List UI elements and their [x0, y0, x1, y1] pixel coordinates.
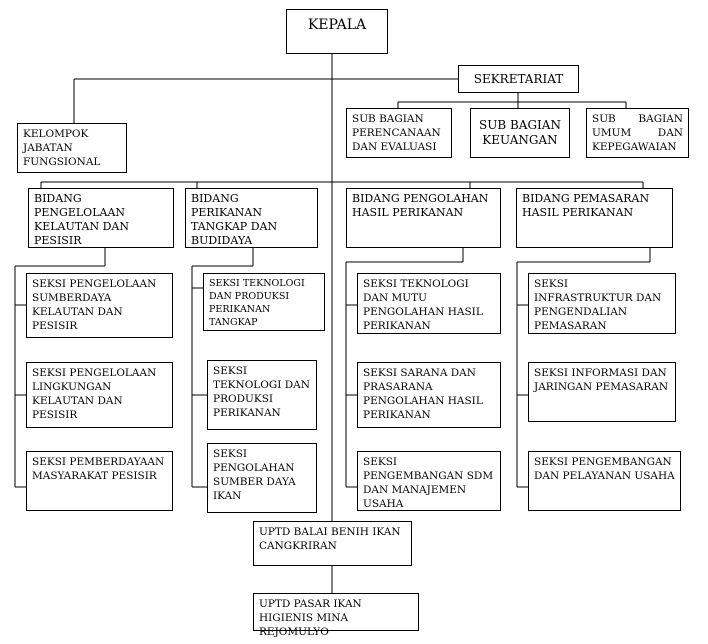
section-marketing-2-box: SEKSI INFORMASI DAN JARINGAN PEMASARAN	[528, 362, 676, 422]
division-marketing-box: BIDANG PEMASARAN HASIL PERIKANAN	[516, 188, 673, 248]
sub-unit-finance-box: SUB BAGIAN KEUANGAN	[470, 108, 570, 158]
section-processing-1-box: SEKSI TEKNOLOGI DAN MUTU PENGOLAHAN HASI…	[357, 273, 501, 334]
uptd-market-box: UPTD PASAR IKAN HIGIENIS MINA REJOMULYO	[253, 593, 419, 638]
section-processing-2-box: SEKSI SARANA DAN PRASARANA PENGOLAHAN HA…	[357, 362, 501, 428]
section-marketing-3-box: SEKSI PENGEMBANGAN DAN PELAYANAN USAHA	[528, 451, 681, 511]
division-coastal-box: BIDANG PENGELOLAAN KELAUTAN DAN PESISIR	[28, 188, 174, 248]
section-marketing-1-box: SEKSI INFRASTRUKTUR DAN PENGENDALIAN PEM…	[528, 273, 676, 334]
section-coastal-2-box: SEKSI PENGELOLAAN LINGKUNGAN KELAUTAN DA…	[26, 362, 173, 428]
secretariat-box: SEKRETARIAT	[458, 65, 579, 93]
uptd-hatchery-box: UPTD BALAI BENIH IKAN CANGKRIRAN	[253, 521, 412, 566]
sub-unit-general-box: SUB BAGIAN UMUM DAN KEPEGAWAIAN	[586, 108, 689, 158]
section-fisheries-2-box: SEKSI TEKNOLOGI DAN PRODUKSI PERIKANAN	[207, 360, 317, 430]
functional-group-box: KELOMPOK JABATAN FUNGSIONAL	[17, 123, 127, 173]
section-fisheries-1-box: SEKSI TEKNOLOGI DAN PRODUKSI PERIKANAN T…	[203, 273, 325, 331]
head-box: KEPALA	[286, 9, 388, 54]
section-coastal-3-box: SEKSI PEMBERDAYAAN MASYARAKAT PESISIR	[26, 451, 173, 511]
sub-unit-planning-box: SUB BAGIAN PERENCANAAN DAN EVALUASI	[346, 108, 452, 158]
division-fisheries-box: BIDANG PERIKANAN TANGKAP DAN BUDIDAYA	[185, 188, 318, 248]
division-processing-box: BIDANG PENGOLAHAN HASIL PERIKANAN	[346, 188, 501, 248]
section-processing-3-box: SEKSI PENGEMBANGAN SDM DAN MANAJEMEN USA…	[357, 451, 501, 511]
section-fisheries-3-box: SEKSI PENGOLAHAN SUMBER DAYA IKAN	[207, 443, 317, 513]
section-coastal-1-box: SEKSI PENGELOLAAN SUMBERDAYA KELAUTAN DA…	[26, 273, 173, 338]
